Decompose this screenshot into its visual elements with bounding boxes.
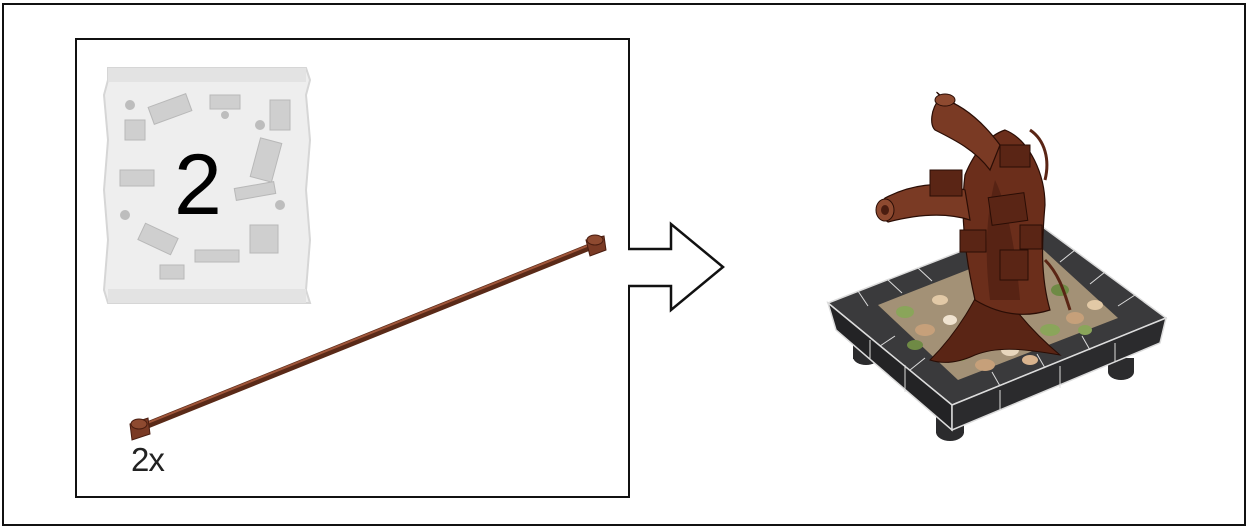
part-quantity-label: 2x [131,441,165,478]
brown-rod-part [129,234,607,441]
bag-number-label: 2 [174,137,222,233]
bonsai-model [826,91,1168,441]
parts-bag-icon [102,67,312,304]
right-arrow-icon [628,221,725,313]
